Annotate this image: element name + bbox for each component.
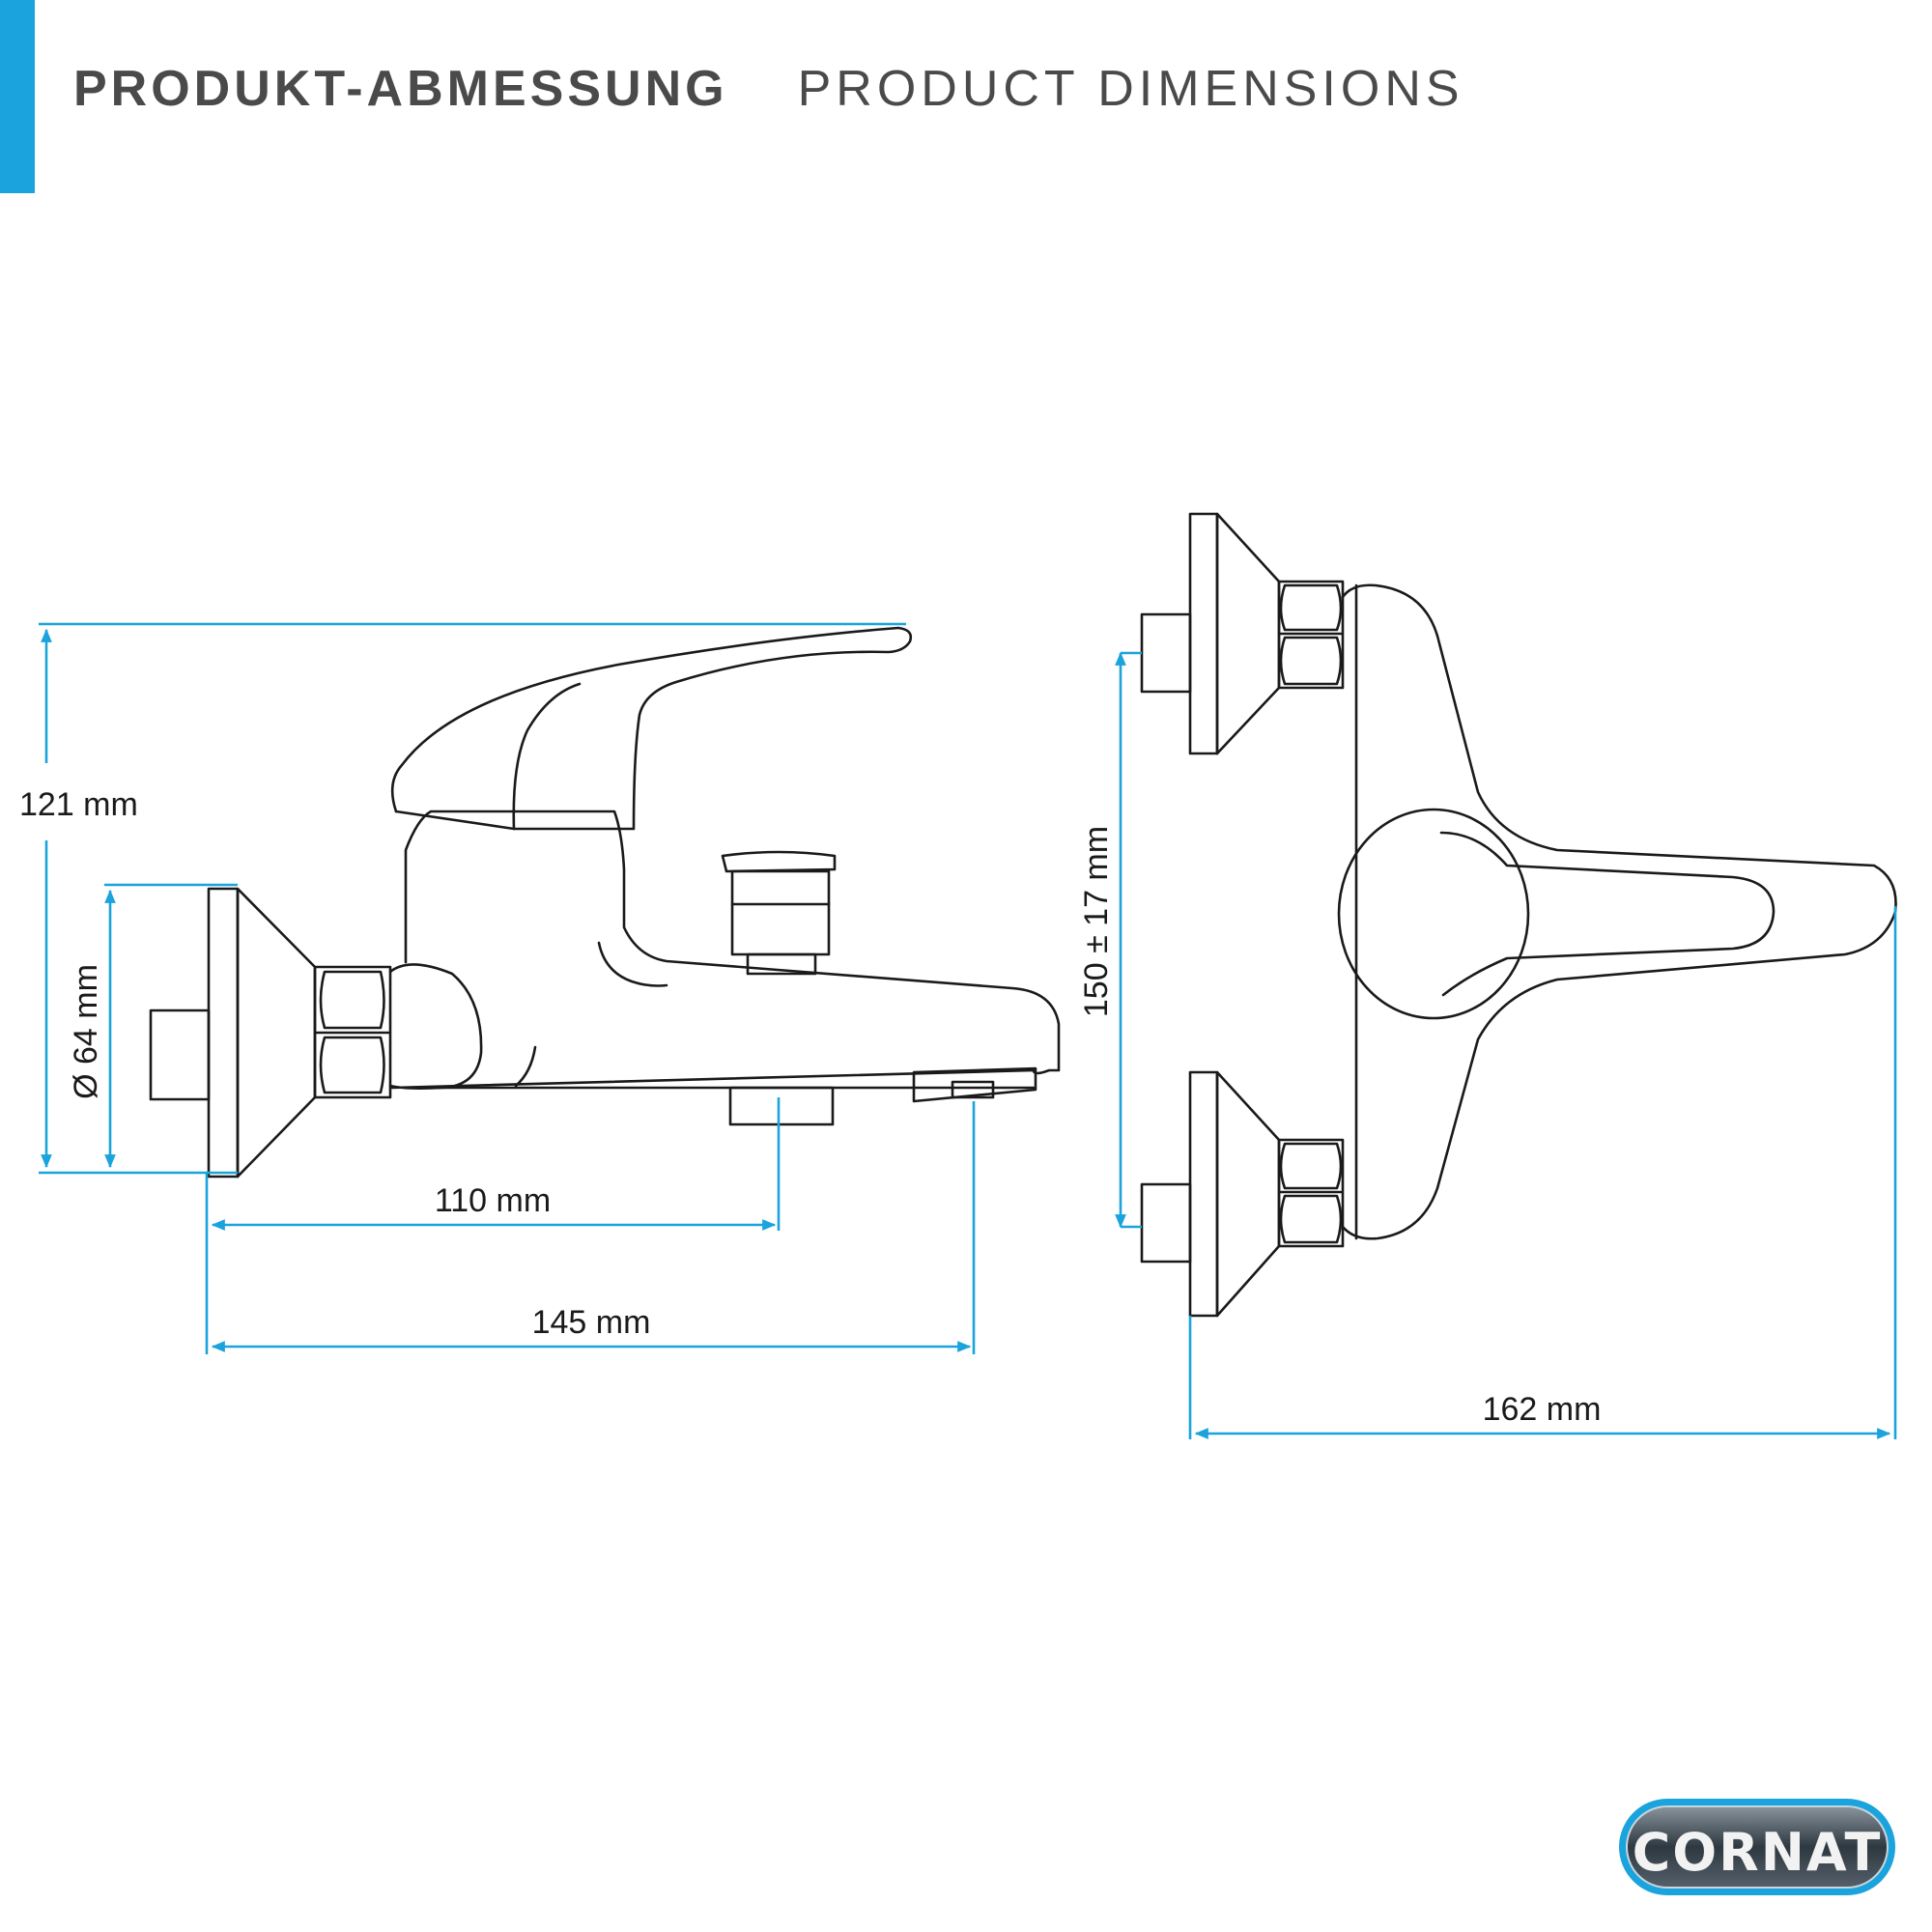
spout-outlet	[728, 1086, 835, 1126]
dim-label-depth-outlet: 110 mm	[435, 1182, 551, 1219]
upper-wall-connector	[1140, 512, 1345, 755]
dim-label-depth-total: 145 mm	[532, 1304, 651, 1341]
brand-logo: CORNAT	[1619, 1799, 1895, 1895]
body-arc-lower	[514, 1045, 537, 1088]
title-english: PRODUCT DIMENSIONS	[797, 61, 1464, 117]
page-title: PRODUKT-ABMESSUNG PRODUCT DIMENSIONS	[73, 60, 1464, 118]
handle-hub	[1337, 808, 1530, 1020]
dim-label-rosette-diameter: Ø 64 mm	[68, 964, 104, 1099]
shower-connector	[912, 1066, 1037, 1103]
lower-wall-connector	[1140, 1070, 1345, 1318]
body-arc-upper	[597, 941, 668, 987]
title-german: PRODUKT-ABMESSUNG	[73, 61, 728, 117]
side-view	[149, 626, 1061, 1179]
dim-label-height: 121 mm	[19, 786, 138, 823]
front-view-dimensions	[1115, 651, 1897, 1439]
wall-connector-stub	[149, 1009, 211, 1101]
diverter-knob	[721, 850, 837, 976]
dim-label-width: 162 mm	[1483, 1391, 1602, 1428]
front-view	[1140, 512, 1897, 1318]
mixer-body-front	[1341, 583, 1897, 1240]
lever-handle	[390, 626, 913, 831]
connector-collar	[388, 963, 483, 1090]
rosette-cone	[236, 887, 317, 1179]
logo-text: CORNAT	[1633, 1822, 1883, 1883]
lever-underside	[394, 810, 516, 831]
dim-label-center-distance: 150 ± 17 mm	[1078, 826, 1115, 1017]
lever-arm-front	[1439, 831, 1776, 997]
wall-plate	[207, 887, 240, 1179]
shower-connector-thread	[951, 1080, 995, 1099]
mixer-body	[390, 810, 1061, 1090]
side-view-dimensions	[39, 622, 976, 1354]
accent-bar	[0, 0, 35, 193]
hex-nut	[313, 965, 392, 1099]
